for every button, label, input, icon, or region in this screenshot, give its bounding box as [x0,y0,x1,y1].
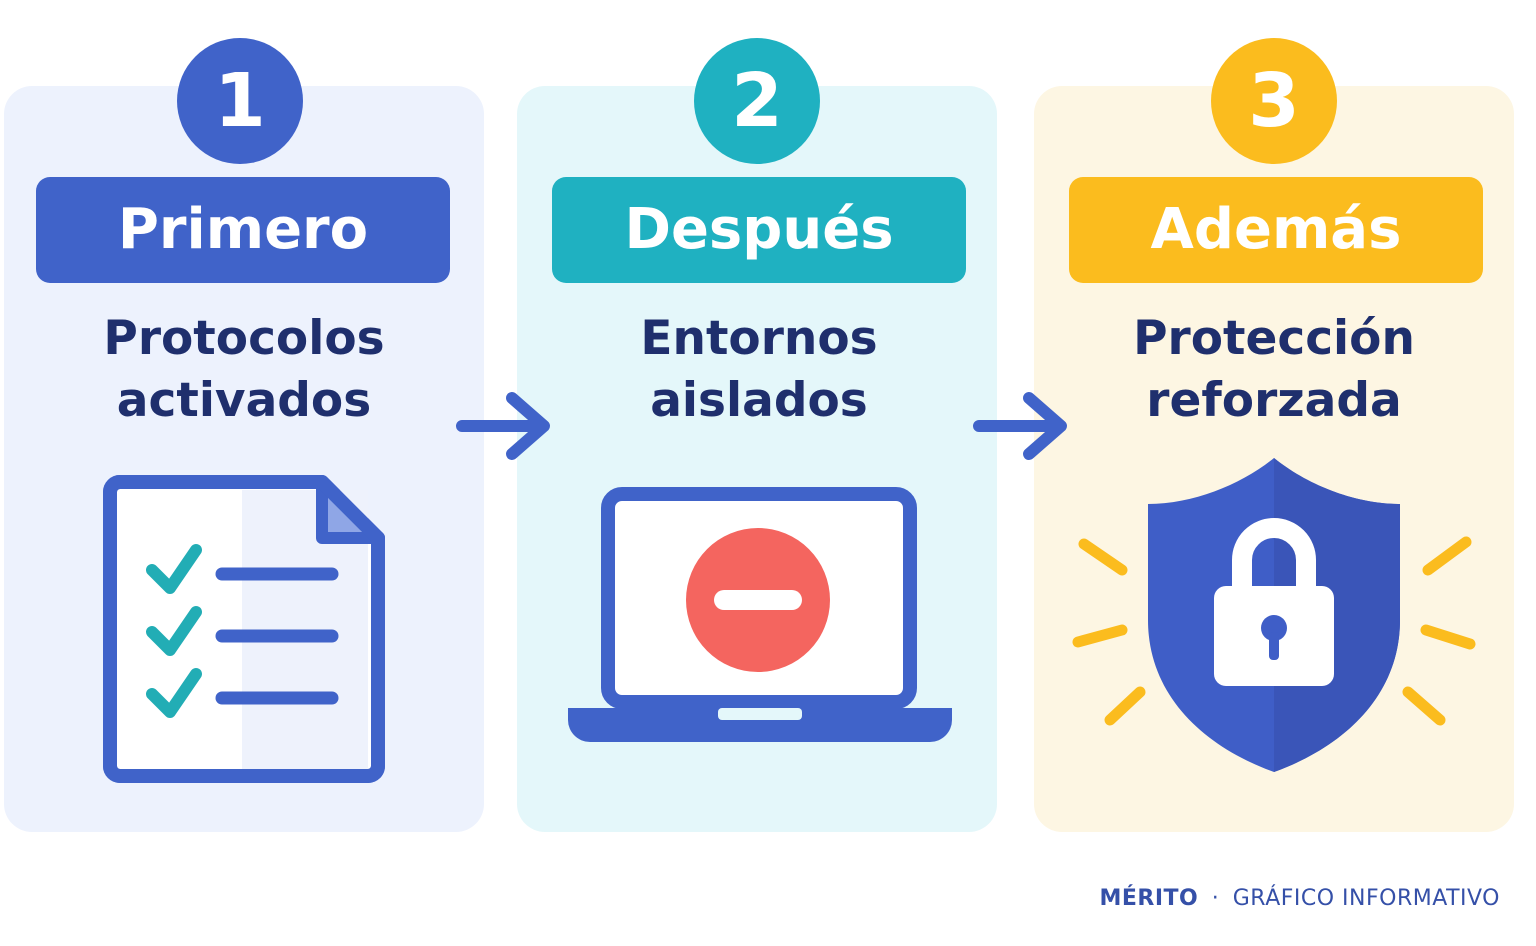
checklist-document-icon [103,475,385,783]
step-2-title: Entornos aislados [519,308,999,432]
step-2-number-badge: 2 [694,38,820,164]
step-1-title-line-1: Protocolos [103,311,385,366]
footer-brand: MÉRITO [1099,886,1199,911]
step-1-title: Protocolos activados [4,308,484,432]
step-2-label: Después [552,177,966,283]
step-3-number-badge: 3 [1211,38,1337,164]
step-2-title-line-2: aislados [650,373,868,428]
arrow-right-icon [456,392,550,460]
step-1-label: Primero [36,177,450,283]
shield-lock-icon [1072,458,1476,772]
step-1-number-badge: 1 [177,38,303,164]
step-1-title-line-2: activados [116,373,372,428]
laptop-blocked-icon [568,487,952,742]
footer-separator: · [1211,886,1220,911]
arrow-right-icon [973,392,1067,460]
step-2-title-line-1: Entornos [640,311,878,366]
step-3-label: Además [1069,177,1483,283]
step-3-title: Protección reforzada [1034,308,1514,432]
step-3-title-line-1: Protección [1133,311,1415,366]
step-3-title-line-2: reforzada [1146,373,1402,428]
footer-caption: MÉRITO · GRÁFICO INFORMATIVO [1099,886,1500,911]
footer-caption-text: GRÁFICO INFORMATIVO [1232,886,1500,911]
glow-rays-icon [1072,536,1476,726]
